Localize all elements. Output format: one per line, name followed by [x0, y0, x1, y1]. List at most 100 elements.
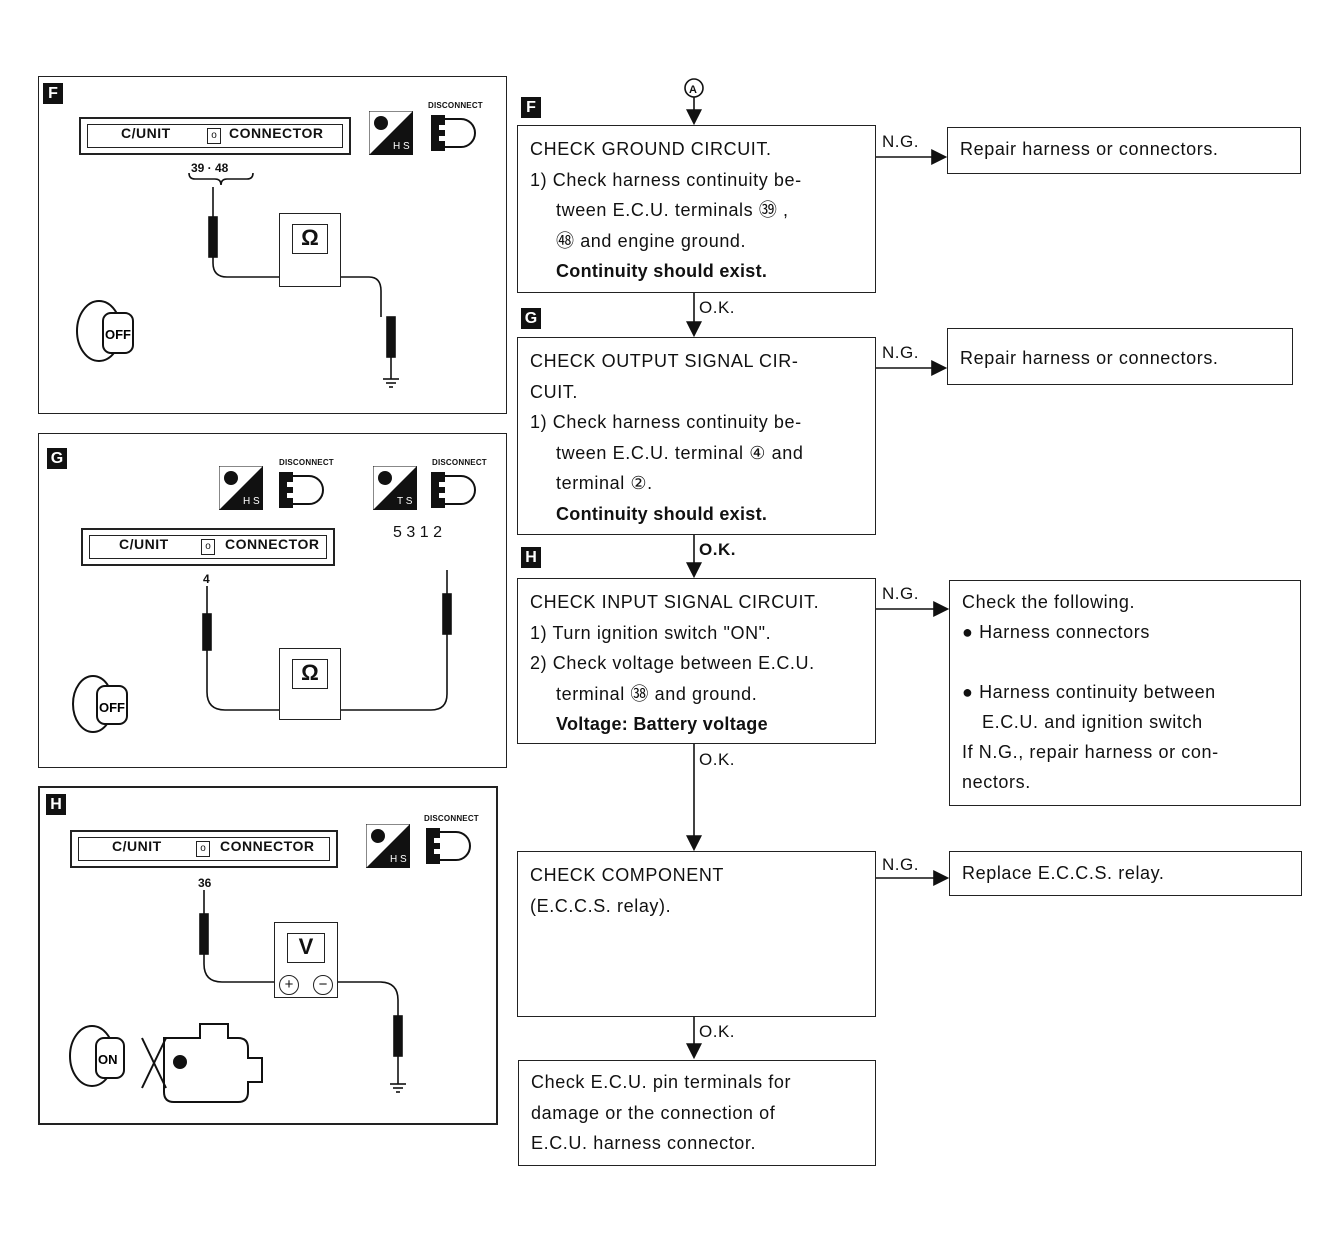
- step-h-ng-label: N.G.: [882, 584, 919, 603]
- start-node-label: A: [689, 84, 697, 96]
- mode-label: H S: [393, 141, 410, 152]
- disconnect-icon: [431, 468, 476, 512]
- mode-hs-icon: H S: [365, 823, 411, 869]
- plus-terminal: +: [279, 975, 299, 995]
- terminal-label: 39 · 48: [191, 161, 229, 175]
- mode-label: H S: [243, 496, 260, 507]
- panel-h-badge: H: [46, 794, 66, 815]
- step-g-ng-result: Repair harness or connectors.: [947, 328, 1293, 385]
- panel-h-wiring: ON: [69, 890, 406, 1103]
- step-h-badge: H: [521, 547, 541, 568]
- relay-pin: 1: [419, 524, 429, 541]
- mode-label: H S: [390, 854, 407, 865]
- key-state: OFF: [99, 700, 125, 715]
- step-g-box: CHECK OUTPUT SIGNAL CIR- CUIT. 1) Check …: [517, 337, 876, 535]
- component-line: (E.C.C.S. relay).: [530, 895, 672, 916]
- disconnect-label: DISCONNECT: [432, 458, 487, 467]
- panel-g: G H S DISCONNECT T S DISCONNECT C/UNIT o…: [38, 433, 507, 768]
- relay-pin: 3: [406, 524, 416, 541]
- component-line: CHECK COMPONENT: [530, 865, 725, 885]
- step-h-line: 1) Turn ignition switch "ON".: [530, 622, 772, 643]
- final-line: Check E.C.U. pin terminals for: [531, 1072, 792, 1092]
- step-g-line: terminal ②.: [556, 473, 653, 493]
- component-ng-label: N.G.: [882, 855, 919, 874]
- step-h-line: terminal ㊳ and ground.: [556, 683, 758, 704]
- relay-pin: 5: [393, 524, 402, 541]
- relay-connector: 5 3 1 2: [393, 524, 465, 568]
- cunit-connector: C/UNIT o CONNECTOR: [81, 528, 335, 566]
- final-line: damage or the connection of: [531, 1102, 776, 1123]
- connector-latch: o: [207, 128, 221, 144]
- connector-left-label: C/UNIT: [119, 536, 169, 552]
- step-h-line: CHECK INPUT SIGNAL CIRCUIT.: [530, 592, 820, 612]
- key-state: OFF: [105, 327, 131, 342]
- result-line: ● Harness continuity between: [962, 682, 1216, 702]
- step-h-ok-label: O.K.: [699, 750, 736, 769]
- connector-right-label: CONNECTOR: [220, 838, 315, 854]
- meter-face: Ω: [292, 659, 328, 689]
- step-g-badge: G: [521, 308, 541, 329]
- step-h-line: 2) Check voltage between E.C.U.: [530, 653, 815, 673]
- component-ok-label: O.K.: [699, 1022, 736, 1041]
- step-f-box: CHECK GROUND CIRCUIT. 1) Check harness c…: [517, 125, 876, 293]
- step-h-ng-result: Check the following. ● Harness connector…: [949, 580, 1301, 806]
- step-f-spec: Continuity should exist.: [556, 261, 768, 281]
- step-g-line: 1) Check harness continuity be-: [530, 412, 802, 432]
- step-g-line: CHECK OUTPUT SIGNAL CIR-: [530, 351, 799, 371]
- key-state: ON: [98, 1052, 118, 1067]
- component-ng-result: Replace E.C.C.S. relay.: [949, 851, 1302, 896]
- connector-right-label: CONNECTOR: [225, 536, 320, 552]
- meter-face: V: [287, 933, 325, 963]
- mode-label: T S: [397, 496, 413, 507]
- connector-body: [87, 124, 343, 148]
- disconnect-icon: [279, 468, 324, 512]
- step-f-line: CHECK GROUND CIRCUIT.: [530, 139, 772, 159]
- final-box: Check E.C.U. pin terminals for damage or…: [518, 1060, 876, 1166]
- step-g-spec: Continuity should exist.: [556, 503, 768, 524]
- disconnect-icon: [431, 111, 476, 155]
- ohmmeter: Ω: [279, 648, 341, 720]
- connector-latch: o: [201, 539, 215, 555]
- mode-ts-icon: T S: [372, 465, 418, 511]
- result-line: Repair harness or connectors.: [960, 348, 1219, 368]
- connector-right-label: CONNECTOR: [229, 125, 324, 141]
- panel-g-badge: G: [47, 448, 67, 469]
- step-f-line: tween E.C.U. terminals ㊴ ,: [556, 200, 789, 220]
- disconnect-label: DISCONNECT: [424, 814, 479, 823]
- result-line: Replace E.C.C.S. relay.: [962, 863, 1165, 883]
- step-h-box: CHECK INPUT SIGNAL CIRCUIT. 1) Turn igni…: [517, 578, 876, 744]
- step-g-ok-label: O.K.: [699, 540, 736, 559]
- mode-hs-icon: H S: [368, 110, 414, 156]
- step-f-ng-result: Repair harness or connectors.: [947, 127, 1301, 174]
- step-g-line: tween E.C.U. terminal ④ and: [556, 442, 804, 463]
- panel-f-badge: F: [43, 83, 63, 104]
- connector-left-label: C/UNIT: [112, 838, 162, 854]
- step-f-line: ㊽ and engine ground.: [556, 230, 747, 251]
- result-line: If N.G., repair harness or con-: [962, 742, 1219, 762]
- result-line: nectors.: [962, 772, 1031, 792]
- panel-f-wiring: OFF: [76, 172, 399, 388]
- result-line: E.C.U. and ignition switch: [982, 712, 1203, 732]
- connector-latch: o: [196, 841, 210, 857]
- disconnect-icon: [426, 824, 471, 868]
- step-g-line: CUIT.: [530, 381, 578, 402]
- engine-icon: [141, 1023, 263, 1103]
- mode-hs-icon: H S: [218, 465, 264, 511]
- ohmmeter: Ω: [279, 213, 341, 287]
- key-icon: OFF: [76, 300, 134, 362]
- result-line: Check the following.: [962, 592, 1136, 612]
- key-icon: ON: [69, 1025, 125, 1087]
- key-icon: OFF: [72, 675, 128, 733]
- component-box: CHECK COMPONENT (E.C.C.S. relay).: [517, 851, 876, 1017]
- panel-h: H C/UNIT o CONNECTOR 36 H S DISCONNECT O…: [38, 786, 498, 1125]
- minus-terminal: −: [313, 975, 333, 995]
- terminal-label: 36: [198, 876, 212, 890]
- step-h-spec: Voltage: Battery voltage: [556, 714, 768, 734]
- final-line: E.C.U. harness connector.: [531, 1133, 757, 1153]
- result-line: ● Harness connectors: [962, 622, 1150, 642]
- terminal-label: 4: [203, 572, 210, 586]
- step-f-badge: F: [521, 97, 541, 118]
- voltmeter: V + −: [274, 922, 338, 998]
- panel-g-wiring: OFF: [72, 570, 452, 733]
- step-f-ok-label: O.K.: [699, 298, 736, 317]
